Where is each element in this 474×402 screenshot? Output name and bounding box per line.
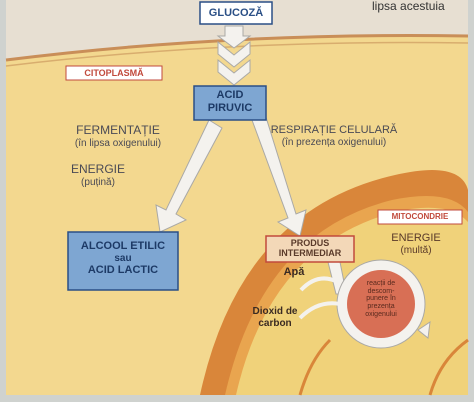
crista-2 [428,338,469,396]
water-label: Apă [283,266,305,278]
page-text-top-right: lipsa acestuia [372,0,445,13]
reactions-line-2: descom- [367,287,395,295]
fermentation-subtitle: (în lipsa oxigenului) [74,137,162,149]
mitochondrion-label-box [377,209,463,225]
intermediate-line-1: PRODUS [290,238,330,248]
glucose-box [199,1,273,25]
co2-line-1: Dioxid de [252,306,298,317]
respiration-title: RESPIRAȚIE CELULARĂ [270,124,398,136]
reactions-line-5: oxigenului [365,310,397,318]
energy-left-title: ENERGIE [70,162,125,176]
water-arrow [299,276,339,292]
reactions-line-3: punere în [366,295,396,303]
alcohol-label: ALCOOL ETILIC sau ACID LACTIC [68,240,178,277]
intermediate-box [265,235,355,263]
respiration-label: RESPIRAȚIE CELULARĂ (în prezența oxigenu… [250,124,418,148]
cytoplasm-label: CITOPLASMĂ [84,68,144,78]
alcohol-line-1: ALCOOL ETILIC [80,240,166,252]
glucose-arrow [216,25,252,86]
co2-label: Dioxid de carbon [244,306,306,329]
reactions-line-4: prezența [367,303,395,311]
cytoplasm-label-box [65,65,163,81]
cycle-arrowhead [417,320,431,339]
pyruvic-box [193,85,267,121]
co2-line-2: carbon [258,317,292,329]
pyruvic-line-2: PIRUVIC [207,101,253,114]
intermediate-label: PRODUS INTERMEDIAR [266,238,354,259]
fermentation-label: FERMENTAȚIE (în lipsa oxigenului) [48,123,188,149]
intermediate-line-2: INTERMEDIAR [278,248,342,259]
pyruvic-line-1: ACID [216,89,244,101]
co2-arrow [298,301,341,320]
energy-left-subtitle: (puțină) [81,176,115,188]
fermentation-title: FERMENTAȚIE [76,123,160,137]
reactions-label: reacții de descom- punere în prezența ox… [350,280,412,318]
reactions-line-1: reacții de [366,280,396,287]
crista-1 [298,338,332,396]
alcohol-line-2: sau [114,252,132,264]
energy-right-title: ENERGIE [391,232,441,244]
alcohol-line-3: ACID LACTIC [87,264,159,277]
mitochondrion-label: MITOCONDRIE [391,212,449,221]
energy-right-subtitle: (multă) [400,244,432,256]
glucose-label: GLUCOZĂ [208,7,264,19]
alcohol-box [67,231,179,291]
respiration-subtitle: (în prezența oxigenului) [281,136,387,148]
energy-right-label: ENERGIE (multă) [380,232,452,256]
cycle-core [347,270,415,338]
respiration-arrow [251,113,307,237]
pyruvic-acid-label: ACID PIRUVIC [194,89,266,114]
fermentation-arrow [155,119,223,233]
energy-left-label: ENERGIE (puțină) [58,162,138,188]
